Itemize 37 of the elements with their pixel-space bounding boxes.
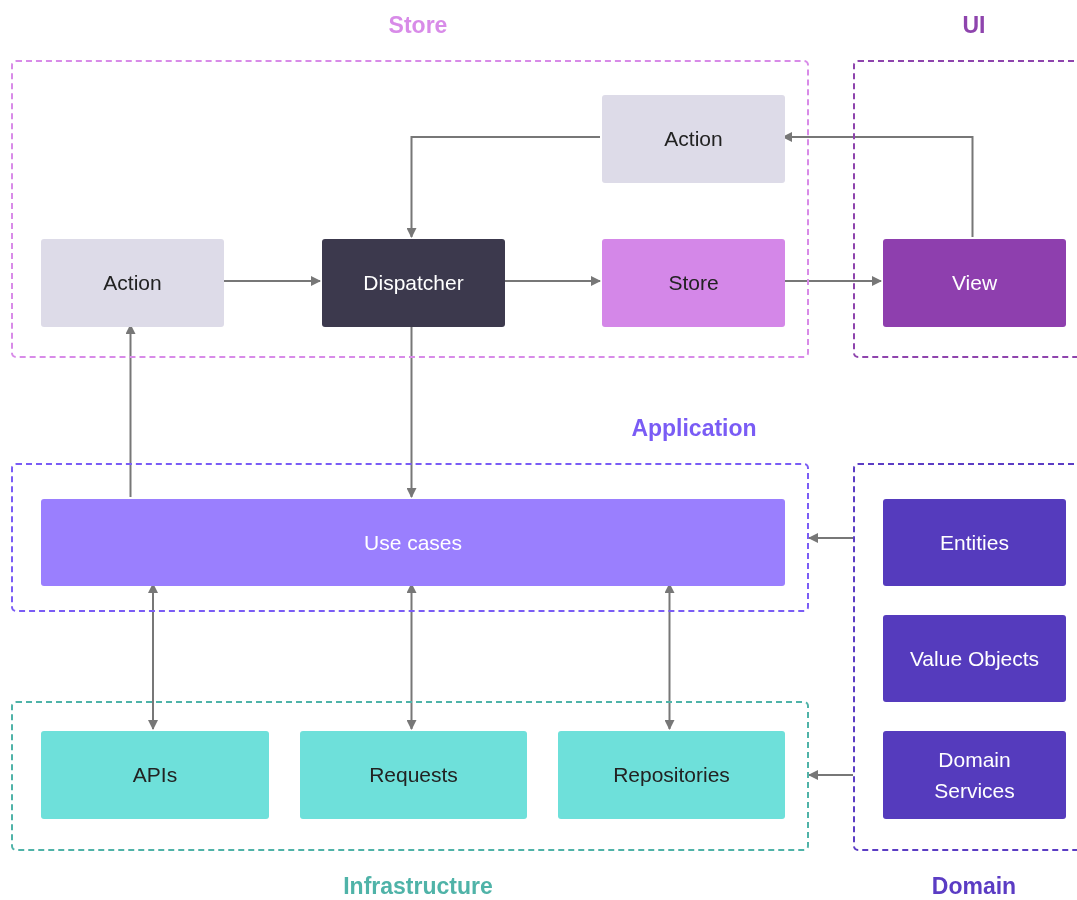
process-box: [883, 615, 1066, 702]
box-label: Domain Services: [933, 746, 1016, 804]
box-label: Action: [664, 126, 723, 153]
arrow: [148, 583, 158, 730]
layer-heading: Infrastructure: [343, 873, 493, 900]
process-box: [41, 239, 224, 327]
box-label: Store: [668, 270, 719, 297]
process-box: [41, 731, 269, 819]
box-label: View: [951, 270, 998, 297]
process-box: [883, 239, 1066, 327]
process-box: [602, 239, 785, 327]
process-box: [602, 95, 785, 183]
box-label: Use cases: [363, 529, 462, 556]
box-label: Repositories: [613, 762, 730, 789]
arrow: [406, 324, 417, 498]
arrow: [406, 583, 417, 730]
layer-heading: Application: [631, 415, 757, 442]
layer-heading: UI: [962, 12, 986, 39]
arrow: [406, 136, 601, 238]
process-box: [883, 731, 1066, 819]
process-box: [300, 731, 527, 819]
arrow: [808, 533, 854, 543]
box-label: APIs: [132, 762, 178, 789]
arrow: [808, 770, 854, 780]
box-label: Action: [103, 270, 162, 297]
arrow: [125, 324, 136, 498]
process-box: [41, 499, 785, 586]
box-label: Dispatcher: [363, 270, 464, 297]
box-label: Value Objects: [909, 645, 1040, 672]
process-box: [322, 239, 505, 327]
process-box: [883, 499, 1066, 586]
box-label: Entities: [940, 529, 1009, 556]
layer-heading: Domain: [931, 873, 1017, 900]
layer-heading: Store: [388, 12, 448, 39]
arrow: [664, 583, 675, 730]
box-label: Requests: [369, 762, 458, 789]
process-box: [558, 731, 785, 819]
